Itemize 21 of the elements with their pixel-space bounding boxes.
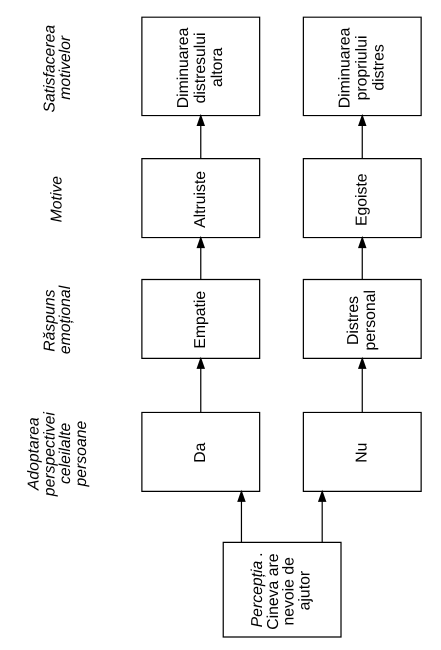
node-box: Distres personal [302, 278, 422, 359]
arrow [237, 490, 246, 542]
node-box: Percepția. Cineva are nevoie de ajutor [222, 542, 342, 638]
label: Motive [48, 176, 66, 222]
label: Adoptarea perspectivei celeilalte persoane [26, 412, 90, 496]
arrow [196, 114, 206, 159]
node-box: Egoiste [302, 158, 422, 238]
node-box: Nu [302, 412, 422, 492]
arrow [196, 356, 206, 412]
arrow [358, 356, 367, 412]
label: Satisfacerea motivelor [41, 24, 74, 113]
arrow [196, 236, 206, 280]
node-box: Empatie [141, 278, 260, 359]
label: Răspuns emoțional [41, 286, 74, 354]
arrow [358, 236, 367, 280]
node-box: Diminuarea distresului altora [141, 16, 260, 116]
node-box: Altruiste [141, 158, 260, 238]
node-box: Diminuarea propriului distres [302, 16, 422, 116]
node-box: Da [141, 412, 260, 492]
arrow [358, 114, 367, 159]
arrow [318, 490, 326, 542]
